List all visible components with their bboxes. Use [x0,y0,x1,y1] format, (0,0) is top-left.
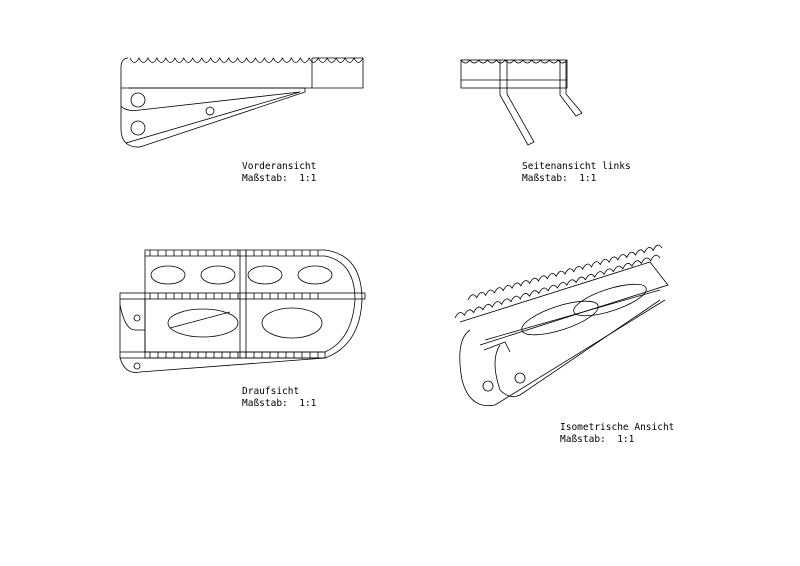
isometric-view-drawing [454,244,669,407]
view-scale: Maßstab: 1:1 [522,173,597,184]
view-title: Seitenansicht links [522,161,631,172]
view-scale: Maßstab: 1:1 [242,173,317,184]
view-title: Vorderansicht [242,161,317,172]
view-title: Draufsicht [242,386,300,397]
view-scale: Maßstab: 1:1 [242,398,317,409]
front-view-drawing [120,57,364,148]
top-view-drawing [119,249,366,373]
view-scale: Maßstab: 1:1 [560,434,635,445]
side-view-drawing [460,59,583,146]
view-title: Isometrische Ansicht [560,422,675,433]
